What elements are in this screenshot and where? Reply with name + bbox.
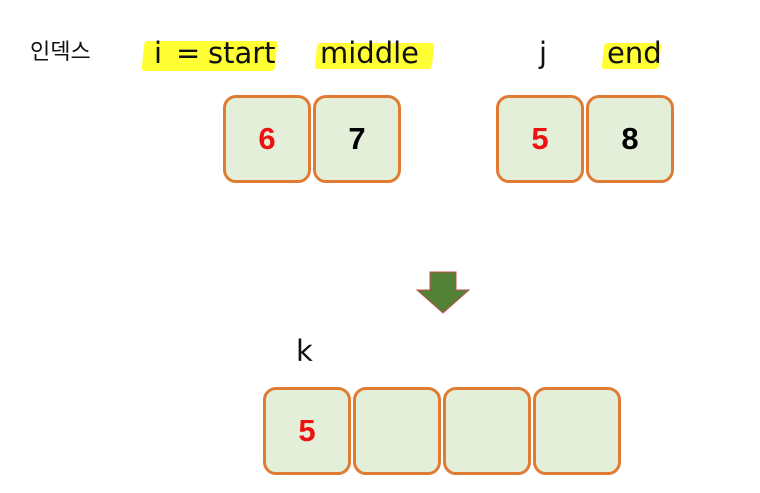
- start-label: start: [208, 36, 276, 70]
- result-cell-0: 5: [263, 387, 351, 475]
- k-label: k: [296, 334, 313, 368]
- index-label: 인덱스: [30, 40, 91, 65]
- end-label: end: [607, 36, 662, 70]
- j-label: j: [539, 36, 548, 70]
- arrow-down-shape: [415, 271, 471, 314]
- left-array-cell-1: 7: [313, 95, 401, 183]
- left-array-cell-0: 6: [223, 95, 311, 183]
- arrow-down-icon: [415, 271, 471, 314]
- result-cell-2: [443, 387, 531, 475]
- middle-label: middle: [320, 36, 420, 70]
- result-cell-1: [353, 387, 441, 475]
- right-array-cell-0: 5: [496, 95, 584, 183]
- right-array-cell-1: 8: [586, 95, 674, 183]
- equals-sign: =: [176, 36, 201, 70]
- result-cell-3: [533, 387, 621, 475]
- i-label: i: [154, 36, 163, 70]
